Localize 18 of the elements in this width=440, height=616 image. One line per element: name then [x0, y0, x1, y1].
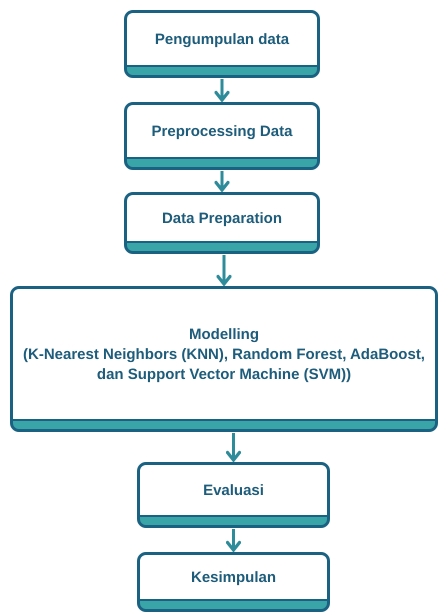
process-box [124, 102, 320, 170]
step-label: (K-Nearest Neighbors (KNN), Random Forest, AdaBoost, dan Support Vector Machine (SVM)) [22, 344, 426, 386]
process-box [137, 462, 330, 528]
process-box [124, 10, 320, 78]
step-label: Preprocessing Data [152, 122, 292, 142]
process-box [10, 286, 438, 432]
arrow [216, 255, 232, 286]
arrow [214, 79, 230, 102]
step-label: Modelling [189, 324, 259, 345]
arrow [214, 171, 230, 192]
process-box [137, 552, 330, 612]
step-label: Data Preparation [162, 208, 282, 229]
process-box [124, 192, 320, 254]
arrow [226, 529, 242, 552]
arrow [226, 433, 242, 462]
step-label: Kesimpulan [190, 568, 276, 588]
step-label: Pengumpulan data [154, 30, 290, 50]
step-label: Evaluasi [203, 480, 264, 501]
